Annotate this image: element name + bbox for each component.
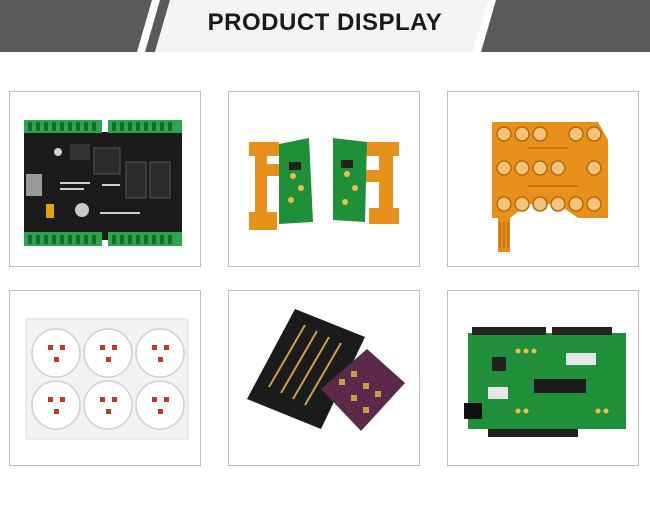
black-controller-pcb-icon	[24, 120, 182, 246]
product-tile-5[interactable]	[228, 290, 420, 466]
page-title: PRODUCT DISPLAY	[207, 9, 443, 36]
green-arduino-shield-icon	[464, 327, 626, 437]
black-and-purple-pcb-icon	[247, 309, 405, 431]
banner-background	[0, 0, 650, 52]
product-tile-2[interactable]	[228, 91, 420, 267]
product-tile-1[interactable]	[9, 91, 201, 267]
orange-flexible-pcb-icon	[492, 122, 608, 252]
orange-flex-pcb-icon	[249, 138, 399, 230]
product-tile-3[interactable]	[447, 91, 639, 267]
product-tile-6[interactable]	[447, 290, 639, 466]
product-tile-4[interactable]	[9, 290, 201, 466]
product-display-banner: PRODUCT DISPLAY	[0, 0, 650, 52]
white-aluminum-led-pcb-icon	[25, 318, 189, 440]
